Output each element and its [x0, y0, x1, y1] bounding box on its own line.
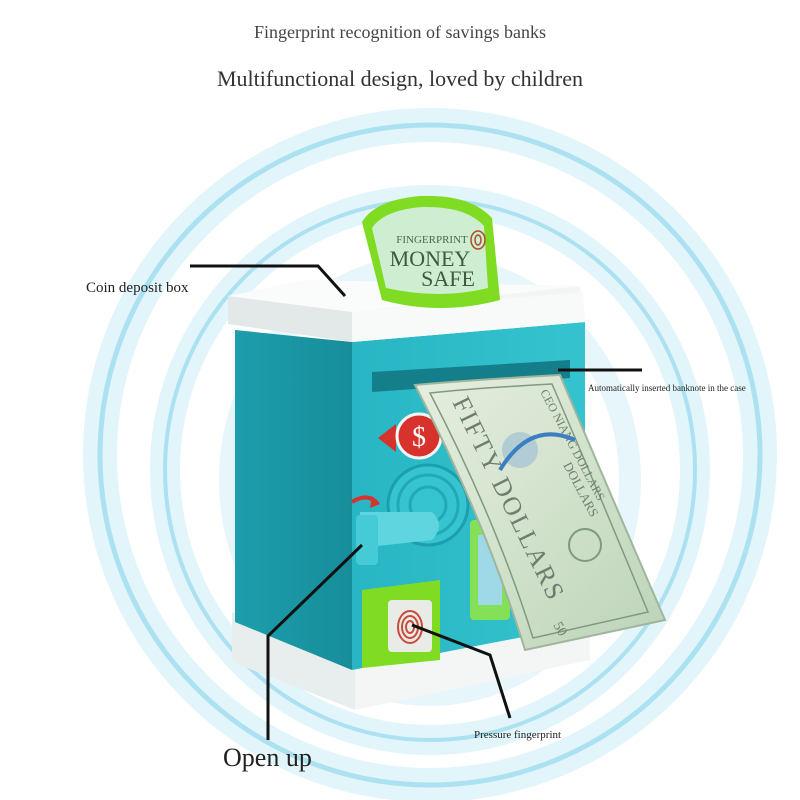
callout-open-up: Open up [223, 743, 312, 772]
banknote-denomination: 50 [550, 620, 570, 640]
sign-fingerprint-icon [470, 230, 486, 250]
callout-pressure-fingerprint: Pressure fingerprint [474, 729, 562, 741]
page-title: Fingerprint recognition of savings banks [254, 22, 546, 42]
callout-line-open [266, 543, 364, 740]
callout-lines [190, 264, 642, 740]
dollar-symbol: $ [412, 422, 426, 453]
sign-top-text: FINGERPRINT [396, 234, 468, 246]
page-subtitle: Multifunctional design, loved by childre… [217, 66, 583, 91]
callout-coin-deposit: Coin deposit box [86, 280, 189, 296]
door-handle [350, 495, 439, 565]
money-safe-sign: FINGERPRINT MONEY SAFE [362, 195, 500, 308]
sign-line2: SAFE [421, 266, 475, 291]
callout-line-fingerprint [411, 623, 512, 719]
fingerprint-pad [362, 580, 440, 668]
callout-line-coin [190, 264, 347, 298]
callout-banknote-inserted: Automatically inserted banknote in the c… [588, 383, 746, 393]
sign-line1: MONEY [390, 246, 471, 271]
